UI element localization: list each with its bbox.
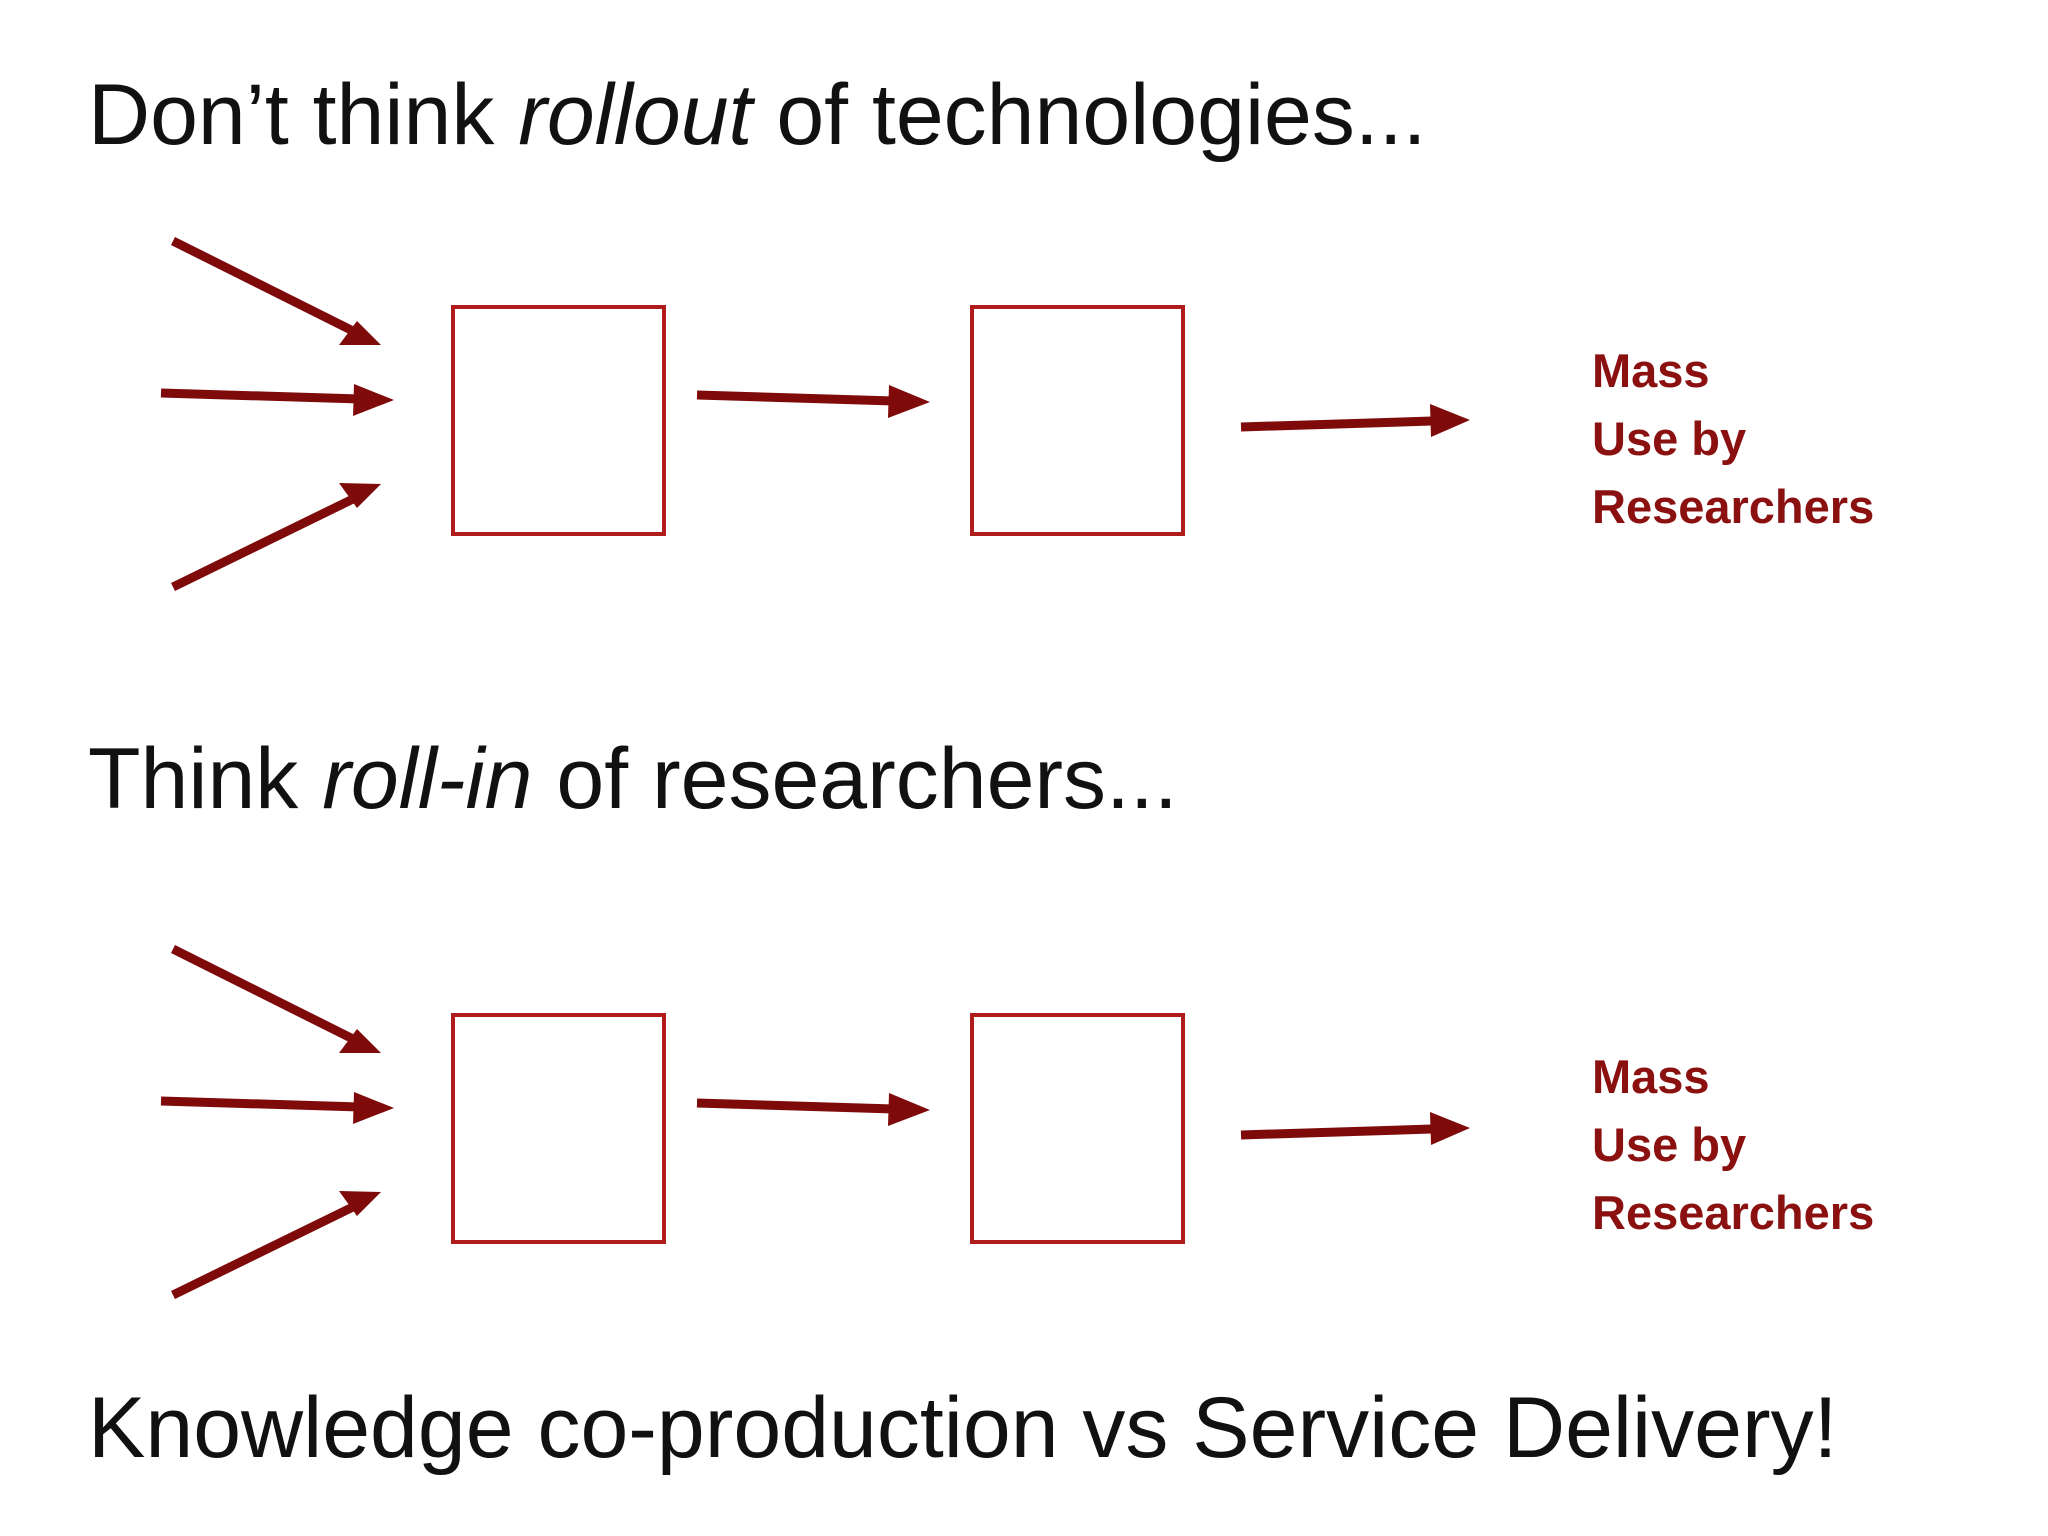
- outcome-line: Use by: [1592, 412, 1747, 465]
- input-arrow-bottom: [171, 483, 381, 592]
- output-arrow: [1240, 404, 1470, 437]
- connector-arrow: [696, 1093, 930, 1126]
- outcome-line: Researchers: [1592, 1186, 1875, 1239]
- outcome-label-rollin: Mass Use by Researchers: [1592, 1043, 1874, 1247]
- process-box-2: [970, 1013, 1185, 1244]
- heading-rollin: Think roll-in of researchers...: [88, 736, 1178, 822]
- input-arrow-bottom: [171, 1191, 381, 1300]
- outcome-line: Mass: [1592, 344, 1710, 397]
- outcome-label-rollout: Mass Use by Researchers: [1592, 337, 1874, 541]
- heading-rollout-before: Don’t think: [88, 67, 519, 163]
- heading-conclusion: Knowledge co-production vs Service Deliv…: [88, 1380, 1838, 1476]
- heading-rollout: Don’t think rollout of technologies...: [88, 72, 1427, 158]
- heading-rollin-after: of researchers...: [532, 731, 1178, 827]
- process-box-1: [451, 305, 666, 536]
- input-arrow-top: [170, 236, 381, 345]
- input-arrow-top: [170, 944, 381, 1053]
- process-box-2: [970, 305, 1185, 536]
- heading-rollin-before: Think: [88, 731, 323, 827]
- outcome-line: Mass: [1592, 1050, 1710, 1103]
- connector-arrow: [696, 385, 930, 418]
- heading-rollout-emphasis: rollout: [518, 67, 753, 163]
- input-arrow-middle: [160, 384, 394, 416]
- diagram-rollin: [160, 944, 1470, 1300]
- heading-rollin-emphasis: roll-in: [322, 731, 533, 827]
- outcome-line: Use by: [1592, 1118, 1747, 1171]
- heading-rollout-after: of technologies...: [752, 67, 1427, 163]
- output-arrow: [1240, 1112, 1470, 1145]
- process-box-1: [451, 1013, 666, 1244]
- input-arrow-middle: [160, 1092, 394, 1124]
- diagram-rollout: [160, 236, 1470, 592]
- outcome-line: Researchers: [1592, 480, 1875, 533]
